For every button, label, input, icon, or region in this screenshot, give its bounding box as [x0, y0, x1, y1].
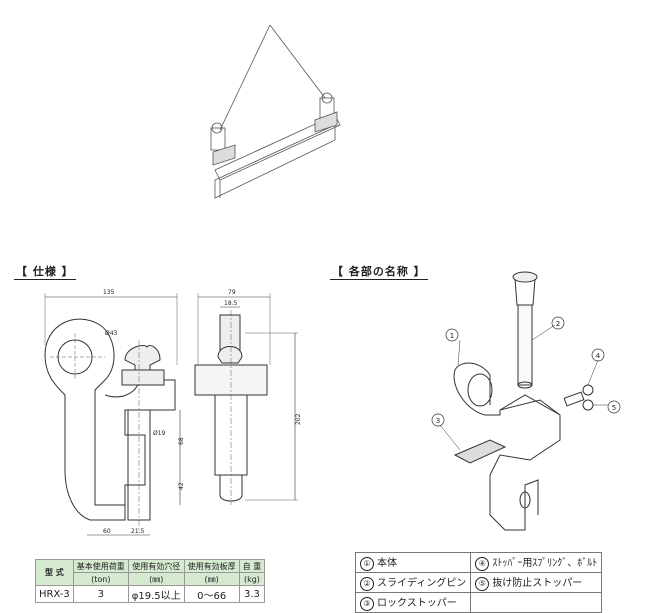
header-plate: 使用有効板厚	[183, 559, 240, 573]
callout-2: 2	[556, 320, 560, 328]
unit-load: (ton)	[72, 572, 129, 586]
dim-pin-offset: 18.5	[224, 300, 238, 307]
unit-weight: (kg)	[238, 572, 266, 586]
header-load: 基本使用荷重	[72, 559, 129, 573]
dim-side-width: 79	[228, 289, 236, 296]
front-view-drawing: 135 Ø43 Ø19 68 42 60 21.5	[44, 289, 185, 536]
dim-width-total: 135	[103, 289, 115, 296]
dim-lower-height: 42	[178, 482, 185, 490]
spec-table: 型 式 基本使用荷重 使用有効穴径 使用有効板厚 自 重 (ton) (㎜) (…	[35, 559, 266, 603]
part-num: ⑤	[475, 577, 490, 591]
callout-3: 3	[436, 417, 440, 425]
dim-height-total: 202	[295, 413, 302, 425]
parts-header: 【 各部の名称 】	[330, 265, 428, 280]
cell-weight: 3.3	[238, 585, 266, 603]
part-name: スライディングピン	[377, 578, 467, 589]
side-view-drawing: 79 18.5 202	[194, 289, 302, 505]
dim-bottom-right: 21.5	[131, 528, 145, 535]
cell-model: HRX-3	[35, 585, 74, 603]
part-name: ロックストッパー	[377, 598, 457, 609]
beam-lifting-illustration	[210, 24, 341, 199]
callout-4: 4	[596, 352, 601, 360]
cell-load: 3	[72, 585, 129, 603]
unit-hole: (㎜)	[127, 572, 185, 586]
header-hole: 使用有効穴径	[127, 559, 185, 573]
header-weight: 自 重	[238, 559, 266, 573]
dim-bottom-left: 60	[103, 528, 111, 535]
part-num: ③	[360, 597, 374, 611]
dim-inner-height: 68	[178, 437, 185, 445]
part-name: 抜け防止ストッパー	[492, 578, 583, 589]
cell-hole: φ19.5以上	[127, 585, 185, 603]
part-empty	[470, 592, 603, 613]
cell-plate: 0〜66	[183, 585, 240, 603]
header-model: 型 式	[35, 559, 74, 586]
callout-1: 1	[450, 332, 454, 340]
part-num: ④	[475, 557, 490, 571]
part-num: ②	[360, 577, 374, 591]
spec-header: 【 仕様 】	[14, 265, 76, 280]
dim-eye-diameter: Ø43	[105, 330, 118, 337]
dim-pin-diameter: Ø19	[153, 430, 166, 437]
part-num: ①	[360, 557, 374, 571]
exploded-parts-drawing: 1 2 3 4 5	[431, 271, 621, 531]
callout-5: 5	[612, 404, 616, 412]
part-name: 本体	[377, 558, 397, 569]
part-name: ｽﾄｯﾊﾟｰ用ｽﾌﾟﾘﾝｸﾞ、ﾎﾞﾙﾄ	[492, 558, 598, 569]
unit-plate: (㎜)	[183, 572, 240, 586]
